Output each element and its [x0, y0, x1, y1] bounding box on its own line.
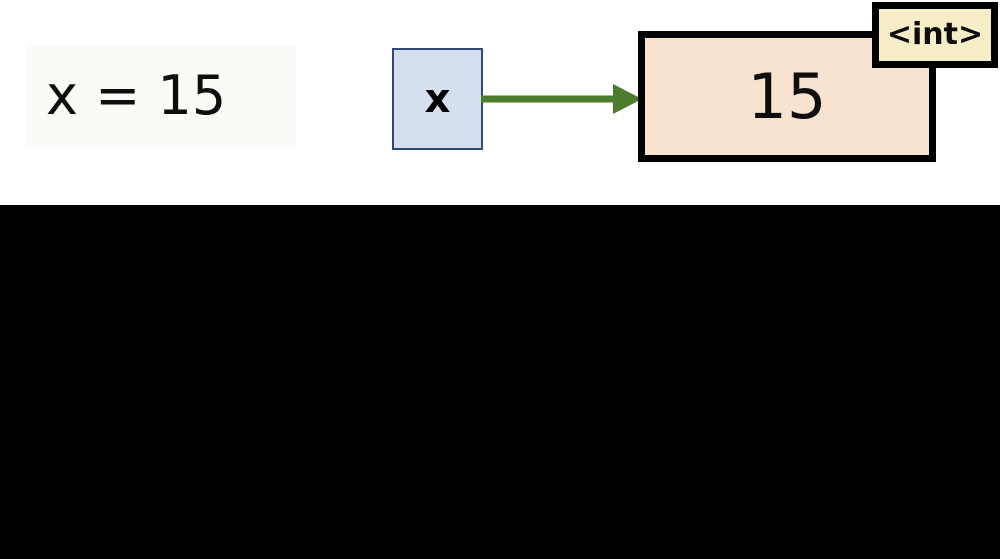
reference-arrow [481, 78, 643, 120]
variable-name-label: x [424, 76, 451, 122]
lower-blank-region [0, 205, 1000, 559]
type-badge-label: <int> [886, 17, 984, 52]
arrow-right-icon [481, 84, 642, 114]
diagram-stage: x = 15 x 15 <int> [0, 0, 1000, 205]
variable-box-x[interactable]: x [392, 48, 483, 150]
code-statement-panel: x = 15 [26, 44, 296, 147]
type-badge: <int> [872, 2, 998, 68]
value-object-value: 15 [747, 59, 827, 133]
code-statement-text: x = 15 [46, 63, 227, 127]
